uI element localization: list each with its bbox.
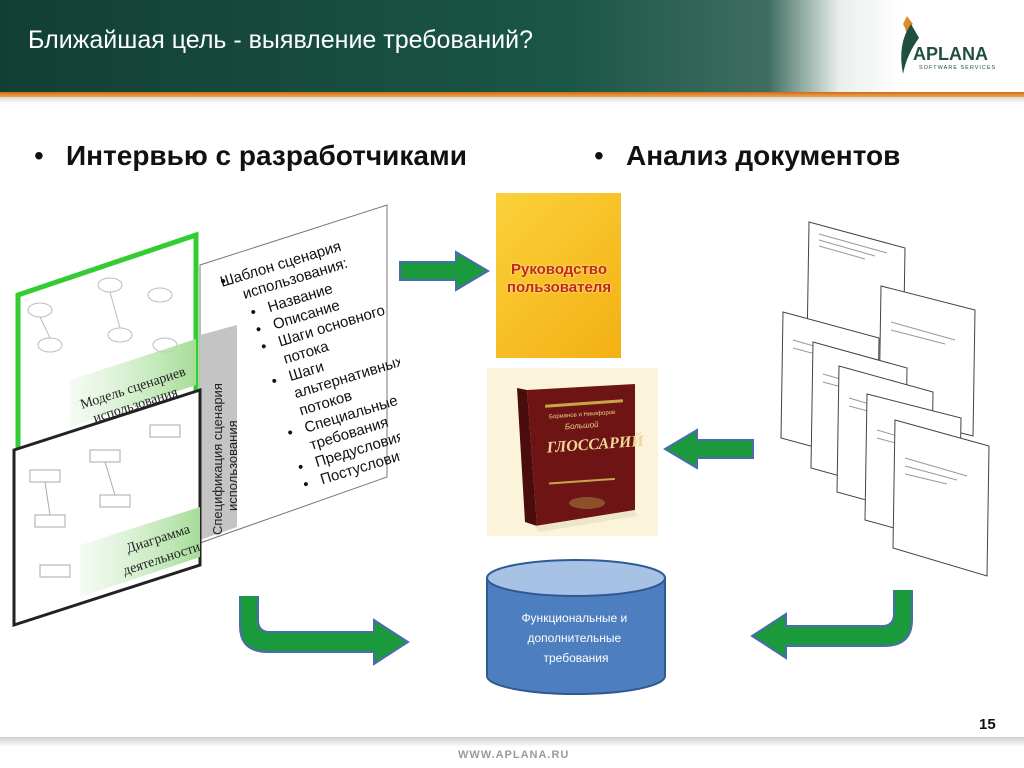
book-authors: Борманов и Никифоров	[549, 410, 616, 421]
arrow-left-icon	[663, 428, 754, 470]
document-page	[892, 419, 990, 577]
glossary-book: Борманов и Никифоров Большой ГЛОССАРИЙ	[517, 384, 645, 532]
svg-text:•: •	[269, 372, 279, 390]
logo-mark-icon	[901, 16, 919, 74]
bullet-interviews-text: Интервью с разработчиками	[66, 140, 467, 171]
svg-text:•: •	[301, 476, 311, 494]
bullet-marker: •	[34, 140, 44, 171]
footer-url: WWW.APLANA.RU	[458, 749, 570, 761]
logo-word: APLANA	[913, 44, 988, 64]
spec-line1: Спецификация сценария	[210, 383, 225, 535]
interview-artifacts-illustration: Шаблон сценария использования: • •Назван…	[12, 204, 400, 628]
arrow-right-icon	[399, 250, 490, 292]
db-line2: дополнительные	[527, 631, 621, 645]
svg-text:Функциональные и дополните: Функциональные и дополнительные требован…	[521, 611, 630, 665]
curved-arrow-right-icon	[239, 596, 410, 666]
svg-text:•: •	[248, 304, 258, 322]
db-line3: требования	[544, 651, 609, 665]
activity-diagram: Диаграмма деятельности	[12, 387, 203, 628]
user-guide-line1: Руководство	[510, 261, 607, 278]
glossary-book-panel: Борманов и Никифоров Большой ГЛОССАРИЙ	[487, 368, 658, 536]
header-accent-bar	[0, 92, 1024, 97]
slide-title: Ближайшая цель - выявление требований?	[28, 26, 534, 54]
header-shadow	[0, 97, 1024, 103]
bullet-documents-text: Анализ документов	[626, 140, 901, 171]
spec-line2: использования	[225, 420, 240, 511]
aplana-logo: APLANA SOFTWARE SERVICES	[893, 14, 1005, 80]
bullet-marker: •	[594, 140, 604, 171]
use-case-model-diagram: Модель сценариев использования	[15, 231, 199, 461]
svg-text:•: •	[285, 424, 295, 442]
curved-arrow-left-icon	[750, 590, 913, 660]
book-subtitle: Большой	[565, 420, 600, 431]
template-bullet-dot: •	[218, 273, 228, 291]
svg-text:•: •	[218, 273, 228, 291]
logo-subtitle: SOFTWARE SERVICES	[919, 65, 997, 71]
use-case-spec-strip: Спецификация сценария использования	[200, 325, 240, 540]
svg-text:•: •	[296, 458, 306, 476]
bullet-documents: • Анализ документов	[594, 140, 900, 172]
user-guide-line2: пользователя	[506, 279, 612, 296]
db-line1: Функциональные и	[521, 611, 627, 625]
document-stack	[780, 221, 990, 577]
user-guide-document: Руководство пользователя	[496, 193, 621, 358]
footer-divider	[0, 737, 1024, 747]
bullet-interviews: • Интервью с разработчиками	[34, 140, 467, 172]
page-number: 15	[979, 716, 996, 733]
svg-text:Спецификация сценария: Спецификация сценария использования	[210, 380, 240, 535]
svg-text:•: •	[254, 321, 264, 339]
svg-text:•: •	[259, 338, 269, 356]
requirements-database: Функциональные и дополнительные требован…	[486, 559, 666, 695]
header-banner: Ближайшая цель - выявление требований? A…	[0, 0, 1024, 92]
